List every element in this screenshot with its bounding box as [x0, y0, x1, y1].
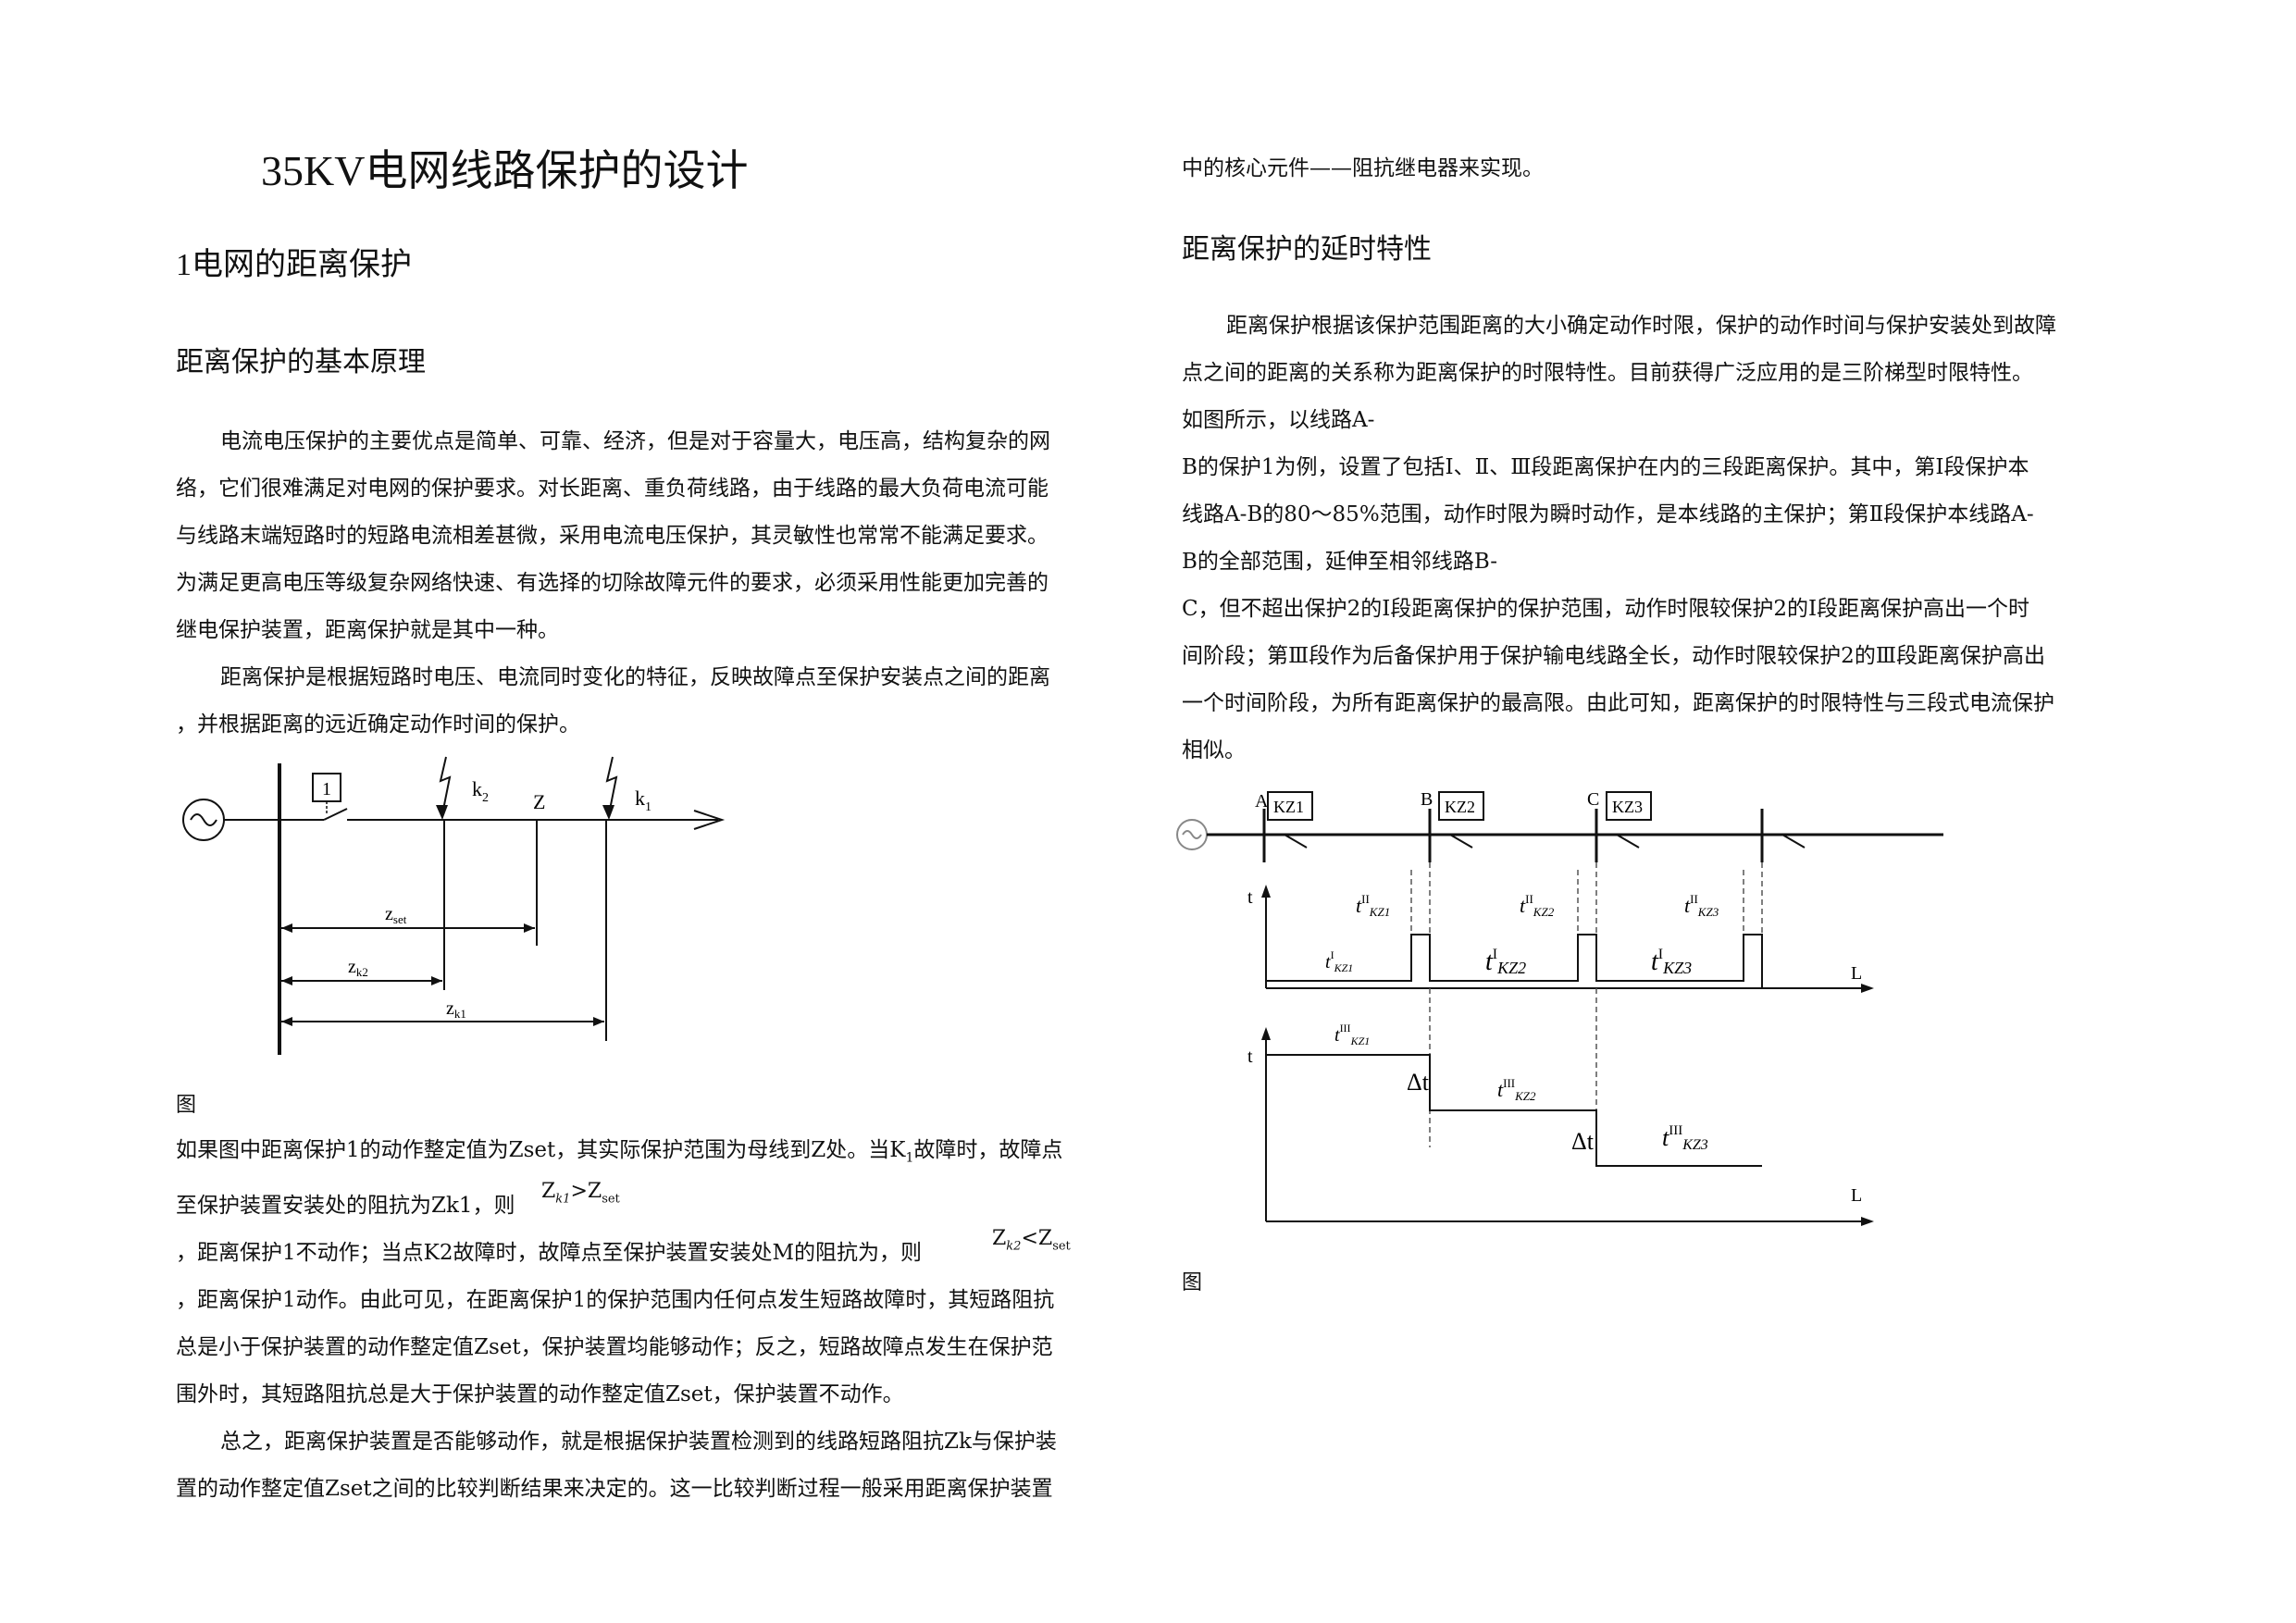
section-heading-1: 1电网的距离保护 — [176, 248, 412, 282]
fault-k1-icon — [605, 756, 618, 815]
text-line: 点之间的距离的关系称为距离保护的时限特性。目前获得广泛应用的是三阶梯型时限特性。 — [1182, 361, 2033, 385]
subsection-heading-time-characteristic: 距离保护的延时特性 — [1182, 234, 1432, 265]
t2-kz2-label: tIIKZ2 — [1520, 892, 1555, 919]
math-zk1-gt-zset: Zk1>Zset — [541, 1168, 620, 1222]
text-line: 如果图中距离保护1的动作整定值为Zset，其实际保护范围为母线到Z处。当K1故障… — [176, 1127, 1143, 1183]
subsection-heading-principle: 距离保护的基本原理 — [176, 347, 426, 378]
delta-t-label-1: Δt — [1407, 1069, 1430, 1096]
relay-kz2-label: KZ2 — [1445, 798, 1475, 816]
text-segment: 如果图中距离保护1的动作整定值为Zset，其实际保护范围为母线到Z处。当K — [176, 1138, 906, 1162]
t3-kz3-label: tIIIKZ3 — [1662, 1123, 1708, 1153]
text-line: 间阶段；第Ⅲ段作为后备保护用于保护输电线路全长，动作时限较保护2的Ⅲ段距离保护高… — [1182, 644, 2045, 668]
page-title: 35KV电网线路保护的设计 — [261, 147, 749, 194]
math-subscript: set — [602, 1191, 620, 1206]
math-subscript: k1 — [555, 1191, 571, 1206]
t3-kz2-label: tIIIKZ2 — [1497, 1076, 1536, 1103]
t-axis-label-lower: t — [1247, 1047, 1253, 1067]
zk2-label: zk2 — [348, 957, 368, 979]
text-line: ，距离保护1不动作；当点K2故障时，故障点至保护装置安装处M的阻抗为，则 Zk2… — [176, 1227, 1143, 1277]
text-line: 继电保护装置，距离保护就是其中一种。 — [176, 618, 559, 642]
text-line: 总是小于保护装置的动作整定值Zset，保护装置均能够动作；反之，短路故障点发生在… — [176, 1334, 1053, 1359]
l-axis-label: L — [1851, 963, 1862, 984]
math-symbol: Z — [992, 1226, 1007, 1250]
z-label: Z — [533, 790, 545, 813]
figure-caption-1: 图 — [176, 1094, 197, 1117]
fault-k2-icon — [439, 756, 452, 815]
relay-kz2 — [1438, 791, 1484, 821]
zk1-label: zk1 — [446, 998, 466, 1021]
text-line: 线路A-B的80～85%范围，动作时限为瞬时动作，是本线路的主保护；第Ⅱ段保护本… — [1182, 502, 2034, 527]
math-subscript: set — [1052, 1238, 1071, 1253]
paragraph-time-characteristic: 距离保护根据该保护范围距离的大小确定动作时限，保护的动作时间与保护安装处到故障 … — [1182, 303, 2153, 774]
text-line: B的保护1为例，设置了包括Ⅰ、Ⅱ、Ⅲ段距离保护在内的三段距离保护。其中，第Ⅰ段保… — [1182, 455, 2029, 479]
t-axis-label: t — [1247, 887, 1253, 908]
t1-kz1-label: tIKZ1 — [1325, 948, 1353, 974]
math-symbol: <Z — [1021, 1226, 1053, 1250]
text-line: 置的动作整定值Zset之间的比较判断结果来决定的。这一比较判断过程一般采用距离保… — [176, 1476, 1053, 1501]
bus-a-label: A — [1255, 791, 1269, 812]
time-characteristic-diagram: A B C KZ1 KZ2 KZ3 t L tIIKZ1 tIIKZ2 tIIK… — [1176, 789, 1943, 1226]
paragraph-intro: 电流电压保护的主要优点是简单、可靠、经济，但是对于容量大，电压高，结构复杂的网 … — [176, 418, 1143, 749]
math-symbol: >Z — [570, 1179, 602, 1203]
t1-kz3-label: tIKZ3 — [1651, 947, 1692, 977]
text-line: 与线路末端短路时的短路电流相差甚微，采用电流电压保护，其灵敏性也常常不能满足要求… — [176, 524, 1049, 548]
figure-caption-2: 图 — [1182, 1271, 1203, 1295]
text-line: 如图所示，以线路A- — [1182, 408, 1375, 432]
text-line: 一个时间阶段，为所有距离保护的最高限。由此可知，距离保护的时限特性与三段式电流保… — [1182, 691, 2054, 715]
math-symbol: Z — [541, 1179, 556, 1203]
math-zk2-lt-zset: Zk2<Zset — [992, 1215, 1071, 1270]
l-axis-label-lower: L — [1851, 1185, 1862, 1206]
text-line: ，距离保护1动作。由此可见，在距离保护1的保护范围内任何点发生短路故障时，其短路… — [176, 1287, 1055, 1312]
text-line: 络，它们很难满足对电网的保护要求。对长距离、重负荷线路，由于线路的最大负荷电流可… — [176, 477, 1049, 501]
paragraph-action-condition: 如果图中距离保护1的动作整定值为Zset，其实际保护范围为母线到Z处。当K1故障… — [176, 1127, 1143, 1513]
t2-kz3-label: tIIKZ3 — [1684, 892, 1719, 919]
k1-label: k1 — [635, 787, 652, 814]
text-segment: ，距离保护1不动作；当点K2故障时，故障点至保护装置安装处M的阻抗为，则 — [176, 1240, 922, 1265]
protection-range-diagram: 1 k2 Z k1 zset zk2 zk1 — [182, 756, 726, 1055]
relay-label: 1 — [322, 779, 331, 799]
text-line: 至保护装置安装处的阻抗为Zk1，则 Zk1>Zset — [176, 1180, 1143, 1230]
text-segment: 至保护装置安装处的阻抗为Zk1，则 — [176, 1193, 515, 1218]
subscript: 1 — [905, 1150, 914, 1166]
delta-t-label-2: Δt — [1571, 1128, 1595, 1155]
text-line: 围外时，其短路阻抗总是大于保护装置的动作整定值Zset，保护装置不动作。 — [176, 1381, 904, 1406]
k2-label: k2 — [472, 777, 489, 805]
relay-kz1-label: KZ1 — [1273, 798, 1304, 816]
bus-c-label: C — [1587, 789, 1599, 810]
t3-kz1-label: tIIIKZ1 — [1334, 1022, 1370, 1047]
relay-kz3 — [1606, 791, 1652, 821]
text-line: 距离保护是根据短路时电压、电流同时变化的特征，反映故障点至保护安装点之间的距离 — [220, 665, 1050, 689]
continued-line: 中的核心元件——阻抗继电器来实现。 — [1182, 156, 1544, 180]
text-line: 相似。 — [1182, 738, 1246, 762]
stage-iii-profile — [1266, 1054, 1762, 1167]
text-line: C，但不超出保护2的Ⅰ段距离保护的保护范围，动作时限较保护2的Ⅰ段距离保护高出一… — [1182, 597, 2030, 621]
text-segment: 故障时，故障点 — [913, 1138, 1063, 1162]
text-line: 距离保护根据该保护范围距离的大小确定动作时限，保护的动作时间与保护安装处到故障 — [1226, 314, 2056, 338]
text-line: 电流电压保护的主要优点是简单、可靠、经济，但是对于容量大，电压高，结构复杂的网 — [220, 429, 1050, 453]
relay-kz3-label: KZ3 — [1612, 798, 1643, 816]
text-line: B的全部范围，延伸至相邻线路B- — [1182, 550, 1498, 574]
t1-kz2-label: tIKZ2 — [1485, 947, 1526, 977]
bus-b-label: B — [1421, 789, 1433, 810]
text-line: 为满足更高电压等级复杂网络快速、有选择的切除故障元件的要求，必须采用性能更加完善… — [176, 571, 1049, 595]
relay-kz1 — [1267, 791, 1313, 821]
stage-i-ii-profile — [1266, 934, 1763, 988]
text-line: 总之，距离保护装置是否能够动作，就是根据保护装置检测到的线路短路阻抗Zk与保护装 — [220, 1429, 1057, 1454]
zset-label: zset — [385, 904, 407, 926]
math-subscript: k2 — [1006, 1238, 1022, 1253]
text-line: ，并根据距离的远近确定动作时间的保护。 — [176, 712, 580, 737]
t2-kz1-label: tIIKZ1 — [1356, 892, 1390, 919]
